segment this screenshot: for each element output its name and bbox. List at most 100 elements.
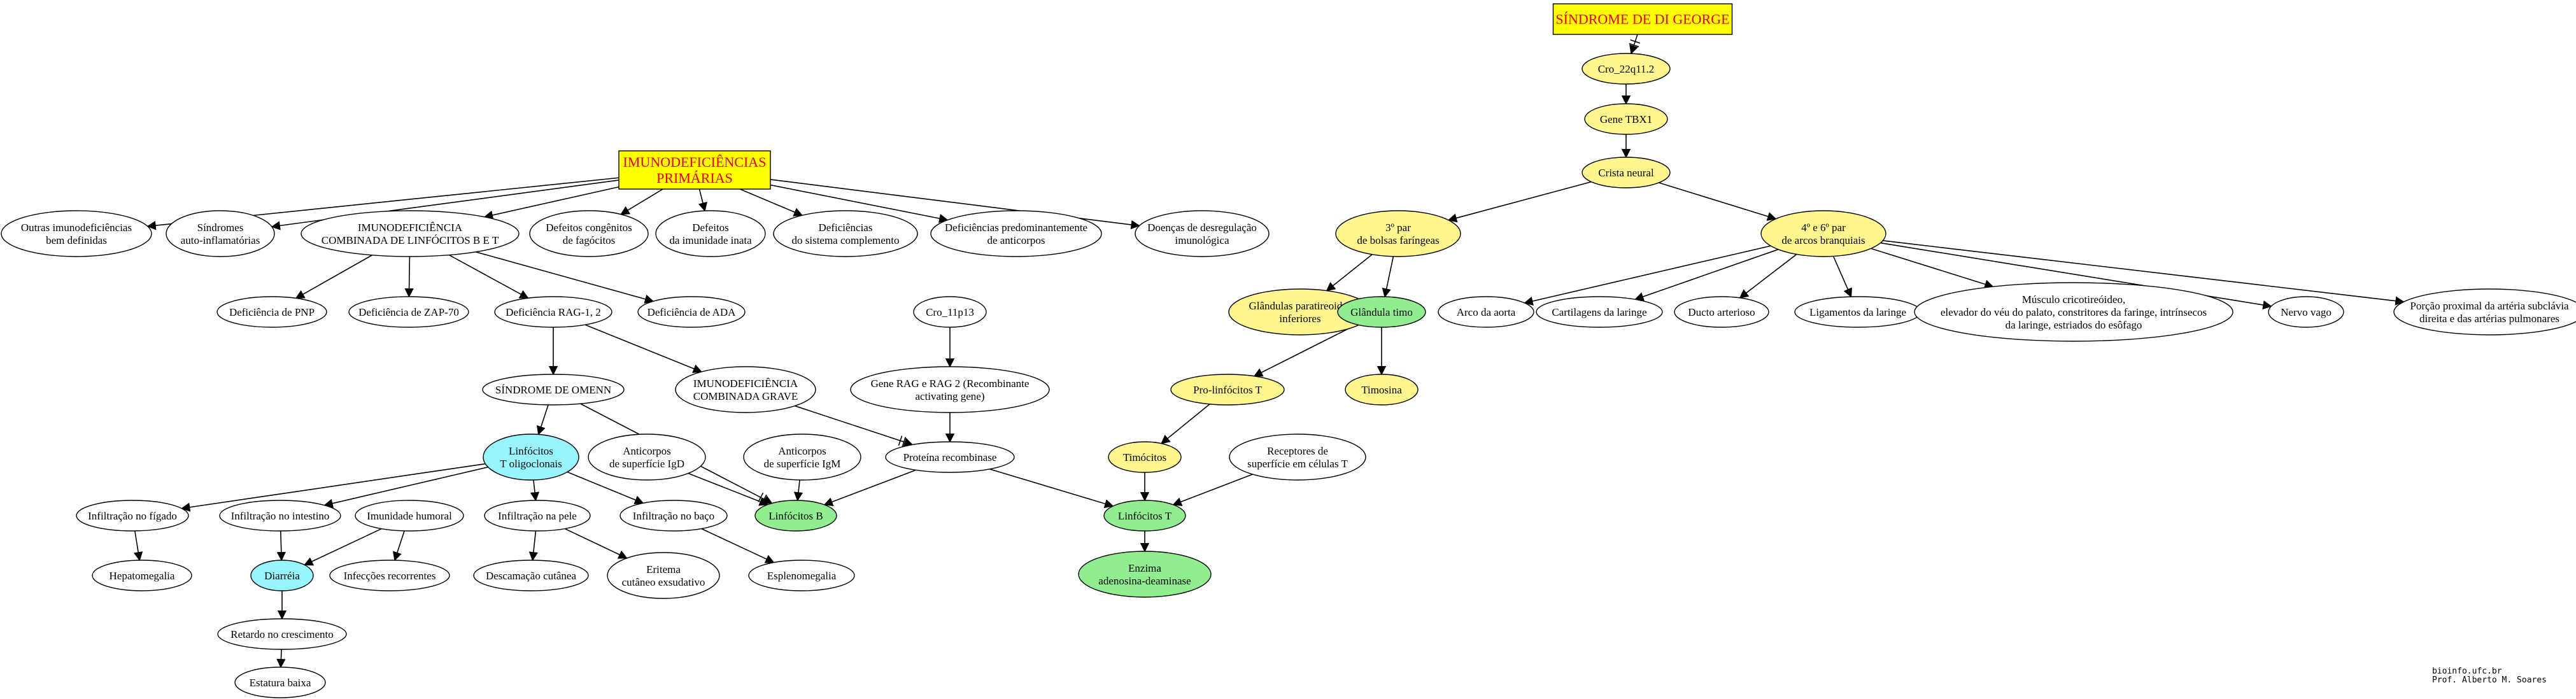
node-label: Esplenomegalia	[767, 570, 837, 582]
node-shape	[637, 296, 746, 328]
edge-imuno-to-fagocitos	[620, 188, 663, 215]
node-label: inferiores	[1279, 313, 1320, 325]
node-rag-12: Deficiência RAG-1, 2	[494, 296, 612, 328]
node-label: COMBINADA DE LINFÓCITOS B E T	[322, 234, 499, 246]
node-label: Ligamentos da laringe	[1809, 306, 1906, 318]
node-shape	[655, 210, 766, 257]
node-label: Outras imunodeficiências	[21, 222, 132, 234]
node-label: Hepatomegalia	[110, 570, 175, 582]
node-shape	[216, 296, 327, 328]
edge-imuno-to-inata	[698, 188, 707, 212]
credits-site: bioinfo.ufc.br	[2431, 667, 2502, 676]
node-label: IMUNODEFICIÊNCIA	[358, 222, 463, 234]
node-shape	[1582, 157, 1671, 188]
edge-combinada-to-rag-12	[449, 254, 529, 299]
node-label: Porção proximal da artéria subclávia	[2410, 300, 2569, 312]
node-linf-b: Linfócitos B	[754, 500, 837, 532]
node-label: COMBINADA GRAVE	[693, 390, 798, 402]
node-label: Deficiência RAG-1, 2	[506, 306, 601, 318]
node-label: cutâneo exsudativo	[622, 576, 705, 588]
node-label: Deficiências	[819, 222, 873, 234]
node-shape	[234, 667, 326, 698]
node-pele: Infiltração na pele	[484, 500, 591, 532]
node-label: Deficiências predominantemente	[945, 222, 1087, 234]
node-di-george: SÍNDROME DE DI GEORGE	[1552, 3, 1733, 35]
node-pnp: Deficiência de PNP	[216, 296, 327, 328]
node-label: 4º e 6º par	[1801, 222, 1846, 234]
node-tbx-1: Gene TBX1	[1584, 103, 1668, 135]
node-label: bem definidas	[46, 234, 107, 246]
node-shape	[754, 500, 837, 532]
node-label: Doenças de desregulação	[1147, 222, 1257, 234]
node-descamacao: Descamação cutânea	[473, 560, 589, 591]
node-label: Cro_22q11.2	[1598, 63, 1655, 75]
node-label: Infiltração no intestino	[231, 510, 330, 522]
node-label: da laringe, estriados do esôfago	[2006, 319, 2142, 331]
edge-arco-46-to-ducto	[1739, 253, 1797, 299]
node-label: Infecções recorrentes	[344, 570, 436, 582]
node-shape	[494, 296, 612, 328]
node-label: Timócitos	[1123, 451, 1166, 463]
node-baco: Infiltração no baço	[619, 500, 728, 532]
node-shape	[348, 296, 469, 328]
edge-proteina-to-linf-b	[823, 469, 916, 507]
node-cro-22: Cro_22q11.2	[1582, 53, 1671, 85]
node-label: Músculo cricotireóideo,	[2022, 293, 2125, 306]
node-diarreia: Diarréia	[250, 560, 314, 591]
node-generag: Gene RAG e RAG 2 (Recombinanteactivating…	[850, 366, 1050, 413]
node-shape	[1584, 103, 1668, 135]
node-label: Gene TBX1	[1600, 113, 1652, 125]
node-ducto: Ducto arterioso	[1674, 296, 1769, 328]
node-shape	[619, 500, 728, 532]
node-label: Receptores de	[1267, 445, 1328, 457]
node-timo: Glândula timo	[1337, 296, 1426, 328]
node-cro-11: Cro_11p13	[913, 296, 987, 328]
node-crista: Crista neural	[1582, 157, 1671, 188]
node-label: SÍNDROME DE OMENN	[495, 384, 611, 396]
edge-arco-46-to-aorta	[1524, 245, 1771, 306]
node-label: de anticorpos	[987, 234, 1045, 246]
node-linf-t: Linfócitos T	[1103, 500, 1186, 532]
node-shape	[529, 210, 649, 257]
node-humoral: Imunidade humoral	[355, 500, 464, 532]
edge-combinada-to-ada	[475, 251, 655, 304]
node-label: Cro_11p13	[926, 306, 974, 318]
node-label: Glândulas paratireoides	[1249, 300, 1352, 312]
node-shape	[1345, 374, 1419, 406]
node-label: de superfície IgM	[764, 458, 841, 470]
node-label: de fagócitos	[563, 234, 616, 246]
node-retardo: Retardo no crescimento	[217, 618, 347, 650]
node-label: da imunidade inata	[669, 234, 752, 246]
edge-bolsa-3-to-timo	[1382, 256, 1394, 298]
node-label: Linfócitos T	[1118, 510, 1172, 522]
node-label: Anticorpos	[623, 445, 671, 457]
node-label: Linfócitos	[509, 445, 553, 457]
edge-baco-to-esplenomegalia	[701, 528, 775, 563]
node-label: imunológica	[1175, 234, 1229, 246]
edge-pele-to-eritema	[564, 528, 628, 559]
node-shape	[92, 560, 192, 591]
edge-omenn-to-oligoclonais	[536, 404, 549, 435]
credits-author: Prof. Alberto M. Soares	[2431, 675, 2547, 685]
node-shape	[1760, 210, 1886, 257]
edge-imuno-to-anticorpos	[770, 184, 949, 223]
edge-arco-46-to-musculo	[1871, 248, 1994, 289]
edge-oligoclonais-to-intestino	[323, 466, 488, 508]
node-shape	[1674, 296, 1769, 328]
node-label: Deficiência de PNP	[229, 306, 315, 318]
node-label: de superfície IgD	[609, 458, 684, 470]
node-label: superfície em células T	[1247, 458, 1348, 470]
node-label: Defeitos congênitos	[546, 222, 632, 234]
node-label: Nervo vago	[2281, 306, 2332, 318]
edge-igd-to-linf-b	[688, 472, 769, 506]
